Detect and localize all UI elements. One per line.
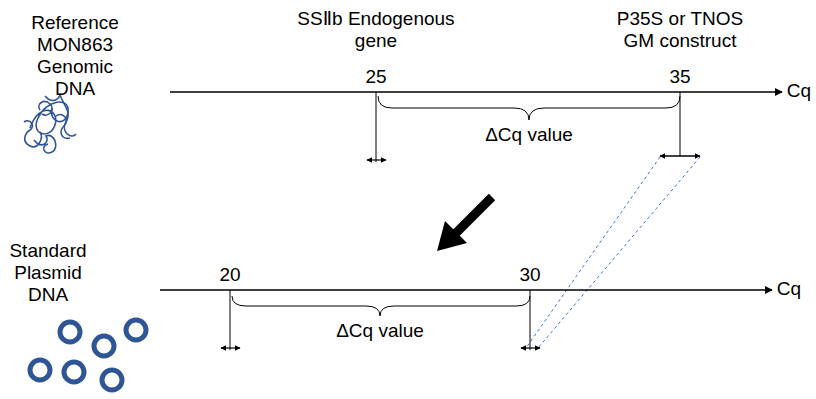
- axis-label: Cq: [787, 80, 811, 102]
- tick-line: [230, 290, 231, 350]
- range-arrow: [660, 155, 700, 157]
- gene-label: P35S or TNOS GM construct: [613, 8, 748, 52]
- cq-axis: [160, 289, 772, 291]
- bracket: [378, 96, 680, 120]
- tick-line: [376, 92, 377, 162]
- projection-line: [538, 157, 700, 348]
- range-arrow: [521, 347, 540, 348]
- big-arrow-head: [437, 221, 467, 251]
- cq-axis: [170, 91, 782, 93]
- plasmid-icon: [30, 320, 146, 390]
- cq-value: 25: [365, 66, 386, 88]
- sample-label: Reference MON863 Genomic DNA: [15, 12, 135, 99]
- gene-label: SSⅡb Endogenous gene: [291, 8, 461, 52]
- range-arrow: [221, 347, 240, 348]
- axis-label: Cq: [777, 278, 801, 300]
- cq-value: 35: [669, 66, 690, 88]
- range-arrow: [367, 159, 386, 160]
- delta-cq-label: ΔCq value: [485, 124, 573, 146]
- cq-value: 30: [519, 264, 540, 286]
- cq-value: 20: [219, 264, 240, 286]
- tick-line: [680, 92, 681, 156]
- delta-cq-label: ΔCq value: [336, 320, 424, 342]
- genomic-dna-icon: [24, 95, 76, 153]
- projection-line: [526, 157, 660, 348]
- big-arrow: [456, 197, 492, 233]
- bracket: [232, 296, 530, 316]
- sample-label: Standard Plasmid DNA: [3, 240, 93, 306]
